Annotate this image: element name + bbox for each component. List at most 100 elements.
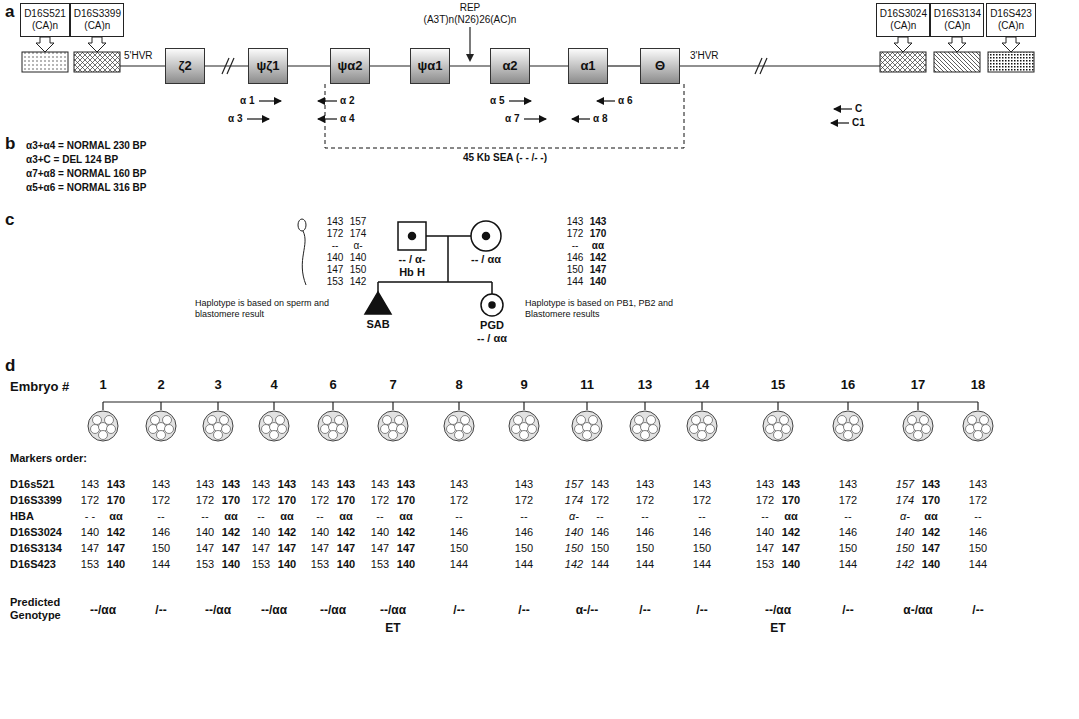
haplotype-cell: 140 [327, 252, 344, 264]
table-cell: 143 [222, 478, 240, 491]
table-cell: 142 [397, 526, 415, 539]
sperm-icon [298, 219, 306, 285]
table-cell: 150 [969, 542, 987, 555]
box-title: D16S423 [990, 8, 1032, 20]
table-cell: 150 [896, 542, 914, 555]
table-cell: 143 [196, 478, 214, 491]
table-cell: 147 [337, 542, 355, 555]
table-cell: 170 [337, 494, 355, 507]
box-title: ζ2 [178, 58, 191, 74]
table-cell: 143 [450, 478, 468, 491]
panel-letter: a [5, 2, 14, 22]
table-cell: 172 [969, 494, 987, 507]
table-cell: 140 [196, 526, 214, 539]
table-cell: 170 [922, 494, 940, 507]
box-title: D16S521 [24, 8, 66, 20]
region-label: 5'HVR [124, 50, 153, 62]
box-title: ψα1 [417, 58, 442, 74]
genotype: α-/αα [903, 604, 932, 618]
table-cell: 150 [450, 542, 468, 555]
product-note: α3+α4 = NORMAL 230 BP [26, 140, 147, 152]
haplotype-cell: -- [332, 240, 339, 252]
box-title: Θ [655, 58, 665, 74]
primer-label: α 7 [505, 113, 520, 125]
table-cell: 147 [278, 542, 296, 555]
embryo-tree [88, 402, 993, 441]
haplotype-cell: 174 [350, 228, 367, 240]
genotype: --/αα [320, 604, 346, 618]
genotype: -- / α- [399, 253, 426, 266]
table-cell: 147 [107, 542, 125, 555]
table-cell: 153 [371, 558, 389, 571]
box-title: D16S3024 [880, 8, 927, 20]
marker-box: D16S3024(CA)n [876, 3, 930, 37]
table-cell: 143 [756, 478, 774, 491]
table-cell: -- [316, 510, 323, 523]
table-cell: 153 [311, 558, 329, 571]
gene-line [450, 65, 490, 66]
product-note: α5+α6 = NORMAL 316 BP [26, 182, 147, 194]
table-cell: 150 [591, 542, 609, 555]
pedigree-label: SAB [366, 318, 389, 331]
table-cell: 174 [896, 494, 914, 507]
table-cell: 140 [81, 526, 99, 539]
table-cell: 140 [397, 558, 415, 571]
table-cell: 143 [337, 478, 355, 491]
table-cell: 153 [196, 558, 214, 571]
table-cell: 140 [782, 558, 800, 571]
primer-label: α 8 [593, 113, 608, 125]
genotype: /-- [518, 604, 529, 618]
table-cell: 143 [252, 478, 270, 491]
box-title: ψα2 [337, 58, 362, 74]
table-cell: 143 [782, 478, 800, 491]
region-label: 3'HVR [690, 50, 719, 62]
table-cell: 143 [515, 478, 533, 491]
repeat-label: (A3T)n(N26)26(AC)n [424, 14, 517, 26]
product-note: α7+α8 = NORMAL 160 BP [26, 168, 147, 180]
primer-label: α 3 [228, 113, 243, 125]
genotype: /-- [453, 604, 464, 618]
table-cell: 147 [922, 542, 940, 555]
embryo-number: 6 [329, 378, 336, 393]
table-cell: 143 [636, 478, 654, 491]
row-heading: Embryo # [10, 380, 69, 395]
table-cell: 147 [371, 542, 389, 555]
haplotype-cell: α- [353, 240, 362, 252]
genotype: /-- [639, 604, 650, 618]
table-cell: 147 [196, 542, 214, 555]
region-label: REP [460, 2, 481, 14]
gene-line [205, 65, 248, 66]
table-cell: 140 [896, 526, 914, 539]
table-cell: 150 [152, 542, 170, 555]
haplotype-cell: 143 [327, 216, 344, 228]
table-cell: 143 [371, 478, 389, 491]
table-cell: 142 [337, 526, 355, 539]
table-cell: 172 [636, 494, 654, 507]
embryo-number: 2 [157, 378, 164, 393]
table-cell: 150 [636, 542, 654, 555]
table-cell: 172 [371, 494, 389, 507]
haplotype-cell: 150 [567, 264, 584, 276]
primer-label: α 1 [240, 95, 255, 107]
table-cell: 144 [839, 558, 857, 571]
table-cell: - - [85, 510, 95, 523]
table-cell: 172 [591, 494, 609, 507]
gene-box: ζ2 [165, 48, 205, 84]
table-cell: 172 [81, 494, 99, 507]
table-cell: α- [569, 510, 579, 523]
embryo-number: 1 [99, 378, 106, 393]
gene-box: ψα1 [410, 48, 450, 84]
table-cell: 146 [839, 526, 857, 539]
table-cell: 143 [81, 478, 99, 491]
table-cell: 140 [922, 558, 940, 571]
table-cell: -- [201, 510, 208, 523]
genotype: /-- [842, 604, 853, 618]
embryo-number: 15 [771, 378, 785, 393]
table-cell: 146 [450, 526, 468, 539]
table-cell: 143 [278, 478, 296, 491]
table-cell: 140 [222, 558, 240, 571]
gene-line [288, 65, 330, 66]
table-cell: 142 [922, 526, 940, 539]
genotype: --/αα [205, 604, 231, 618]
embryo-number: 16 [841, 378, 855, 393]
